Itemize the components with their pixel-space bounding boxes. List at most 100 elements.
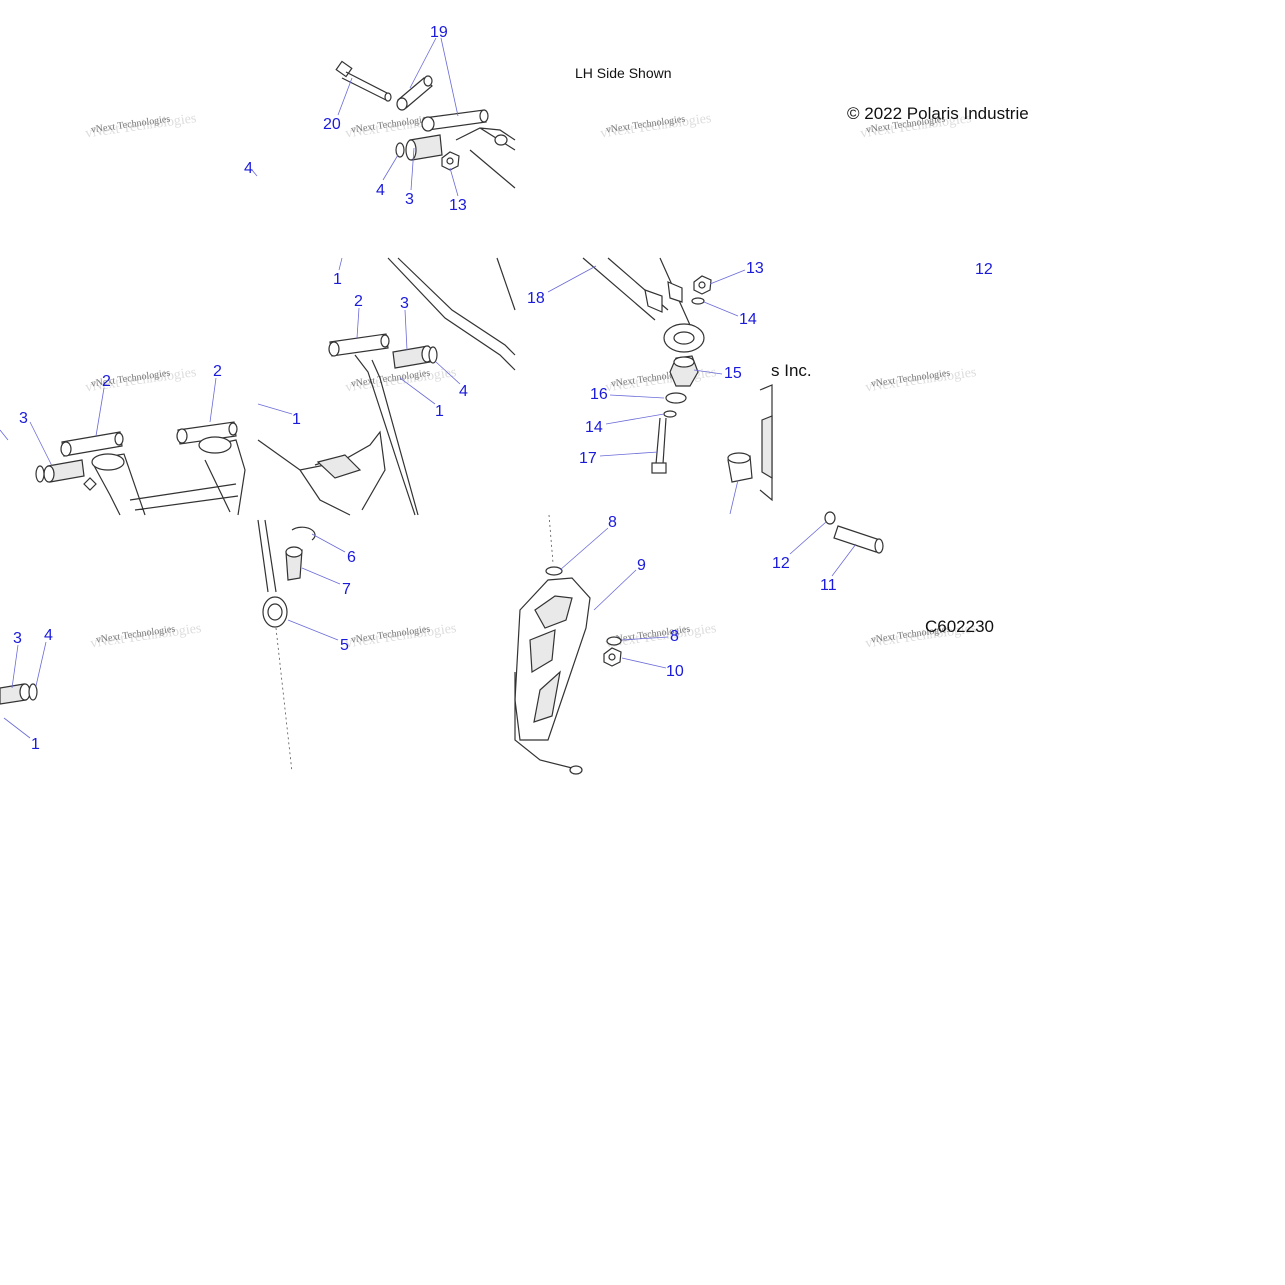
watermark: vNext Technologies vNext Technologies bbox=[604, 365, 717, 395]
bracket-stud bbox=[569, 765, 583, 775]
arm-bracket-b bbox=[667, 281, 683, 303]
callout-2: 2 bbox=[102, 373, 111, 390]
arm-bracket-a bbox=[644, 289, 663, 313]
bracket-axis bbox=[548, 514, 554, 564]
callout-6: 6 bbox=[347, 549, 356, 566]
watermark: vNext Technologies vNext Technologies bbox=[344, 365, 457, 395]
callout-3: 3 bbox=[405, 191, 414, 208]
tile-pin-set bbox=[824, 511, 884, 554]
assembly-axis bbox=[275, 627, 293, 773]
watermark: vNext Technologies vNext Technologies bbox=[599, 111, 712, 141]
tile-ball-joint bbox=[582, 257, 773, 502]
callout-12: 12 bbox=[772, 555, 790, 572]
pin-11 bbox=[833, 525, 884, 554]
callout-1: 1 bbox=[31, 736, 40, 753]
callout-8: 8 bbox=[670, 628, 679, 645]
tile-upper-a-arm bbox=[257, 257, 516, 516]
watermark: vNext Technologies vNext Technologies bbox=[84, 111, 197, 141]
washer-4d bbox=[28, 683, 38, 701]
callout-8: 8 bbox=[608, 514, 617, 531]
arm-bushing bbox=[494, 134, 508, 146]
callout-11: 11 bbox=[820, 577, 837, 594]
callout-7: 7 bbox=[342, 581, 351, 598]
pivot-pin-2c bbox=[176, 421, 238, 445]
callout-9: 9 bbox=[637, 557, 646, 574]
copyright-line-1: © 2022 Polaris Industrie bbox=[847, 104, 1029, 123]
link-eye-bore bbox=[267, 603, 283, 621]
figure-code: C602230 bbox=[925, 617, 994, 636]
tile-lower-a-arm bbox=[35, 421, 246, 516]
bracket-cutouts bbox=[529, 595, 573, 723]
nut-small bbox=[83, 477, 97, 491]
callout-3: 3 bbox=[19, 410, 28, 427]
leader-lines bbox=[0, 37, 857, 739]
callout-1: 1 bbox=[292, 411, 301, 428]
bushing-3c bbox=[43, 459, 85, 483]
callout-16: 16 bbox=[590, 386, 608, 403]
callout-2: 2 bbox=[213, 363, 222, 380]
bracket-base bbox=[514, 672, 581, 771]
pivot-pin-19a bbox=[396, 75, 433, 111]
tile-upper-pivot-hardware bbox=[335, 60, 516, 189]
side-shown-note: LH Side Shown bbox=[575, 65, 672, 81]
bushing-3 bbox=[405, 134, 443, 161]
lower-a-arm-frame bbox=[91, 439, 246, 516]
bushing-3b bbox=[392, 345, 433, 369]
knuckle-face bbox=[761, 415, 773, 480]
callout-15: 15 bbox=[724, 365, 742, 382]
callout-4: 4 bbox=[376, 182, 385, 199]
callout-1: 1 bbox=[333, 271, 342, 288]
bolt-17 bbox=[651, 417, 667, 474]
callout-14: 14 bbox=[585, 419, 603, 436]
link-rod bbox=[257, 519, 277, 593]
copyright-line-2: s Inc. bbox=[771, 361, 812, 380]
arm-boss-a bbox=[91, 453, 125, 471]
callout-12: 12 bbox=[975, 261, 993, 278]
watermark: vNext Technologies vNext Technologies bbox=[344, 621, 457, 651]
frame-gusset bbox=[316, 454, 362, 479]
washer-14b bbox=[663, 410, 677, 418]
snap-ring-16 bbox=[665, 392, 687, 404]
nut-13 bbox=[441, 151, 460, 171]
callout-20: 20 bbox=[323, 116, 341, 133]
watermarks: vNext Technologies vNext Technologies vN… bbox=[84, 111, 977, 651]
washer-8a bbox=[545, 566, 563, 576]
snap-ring-6 bbox=[291, 526, 316, 541]
washer-14a bbox=[691, 297, 705, 305]
pivot-pin-2b bbox=[60, 431, 124, 457]
bushing-7 bbox=[285, 546, 303, 581]
nut-13b bbox=[693, 275, 712, 295]
spacer-sleeve bbox=[727, 452, 753, 483]
washer-4c bbox=[35, 465, 45, 483]
callout-3: 3 bbox=[13, 630, 22, 647]
callout-10: 10 bbox=[666, 663, 684, 680]
callout-4: 4 bbox=[459, 383, 468, 400]
frame-bracket bbox=[257, 430, 386, 516]
callout-4: 4 bbox=[44, 627, 53, 644]
callout-3: 3 bbox=[400, 295, 409, 312]
washer-4 bbox=[395, 142, 405, 158]
callout-14: 14 bbox=[739, 311, 757, 328]
pivot-pin-2a bbox=[328, 333, 390, 357]
watermark: vNext Technologies vNext Technologies bbox=[89, 621, 202, 651]
tile-shock-link bbox=[0, 519, 316, 773]
watermark: vNext Technologies vNext Technologies bbox=[604, 621, 717, 651]
bushing-3d bbox=[0, 683, 31, 705]
nut-10 bbox=[603, 647, 622, 667]
washer-8b bbox=[606, 636, 622, 646]
callout-17: 17 bbox=[579, 450, 597, 467]
callout-5: 5 bbox=[340, 637, 349, 654]
ball-joint-15 bbox=[669, 355, 699, 387]
callout-1: 1 bbox=[435, 403, 444, 420]
bolt-20 bbox=[335, 60, 392, 102]
arm-boss-b bbox=[198, 436, 232, 454]
callout-13: 13 bbox=[746, 260, 764, 277]
pivot-pin-19b bbox=[421, 109, 489, 132]
callout-18: 18 bbox=[527, 290, 545, 307]
callout-19: 19 bbox=[430, 24, 448, 41]
tile-mount-bracket bbox=[514, 514, 622, 775]
callout-4: 4 bbox=[244, 160, 253, 177]
washer-4b bbox=[428, 346, 438, 364]
callout-labels: 19 20 4 4 3 13 1 2 3 4 1 2 2 3 1 18 13 1… bbox=[13, 24, 993, 753]
